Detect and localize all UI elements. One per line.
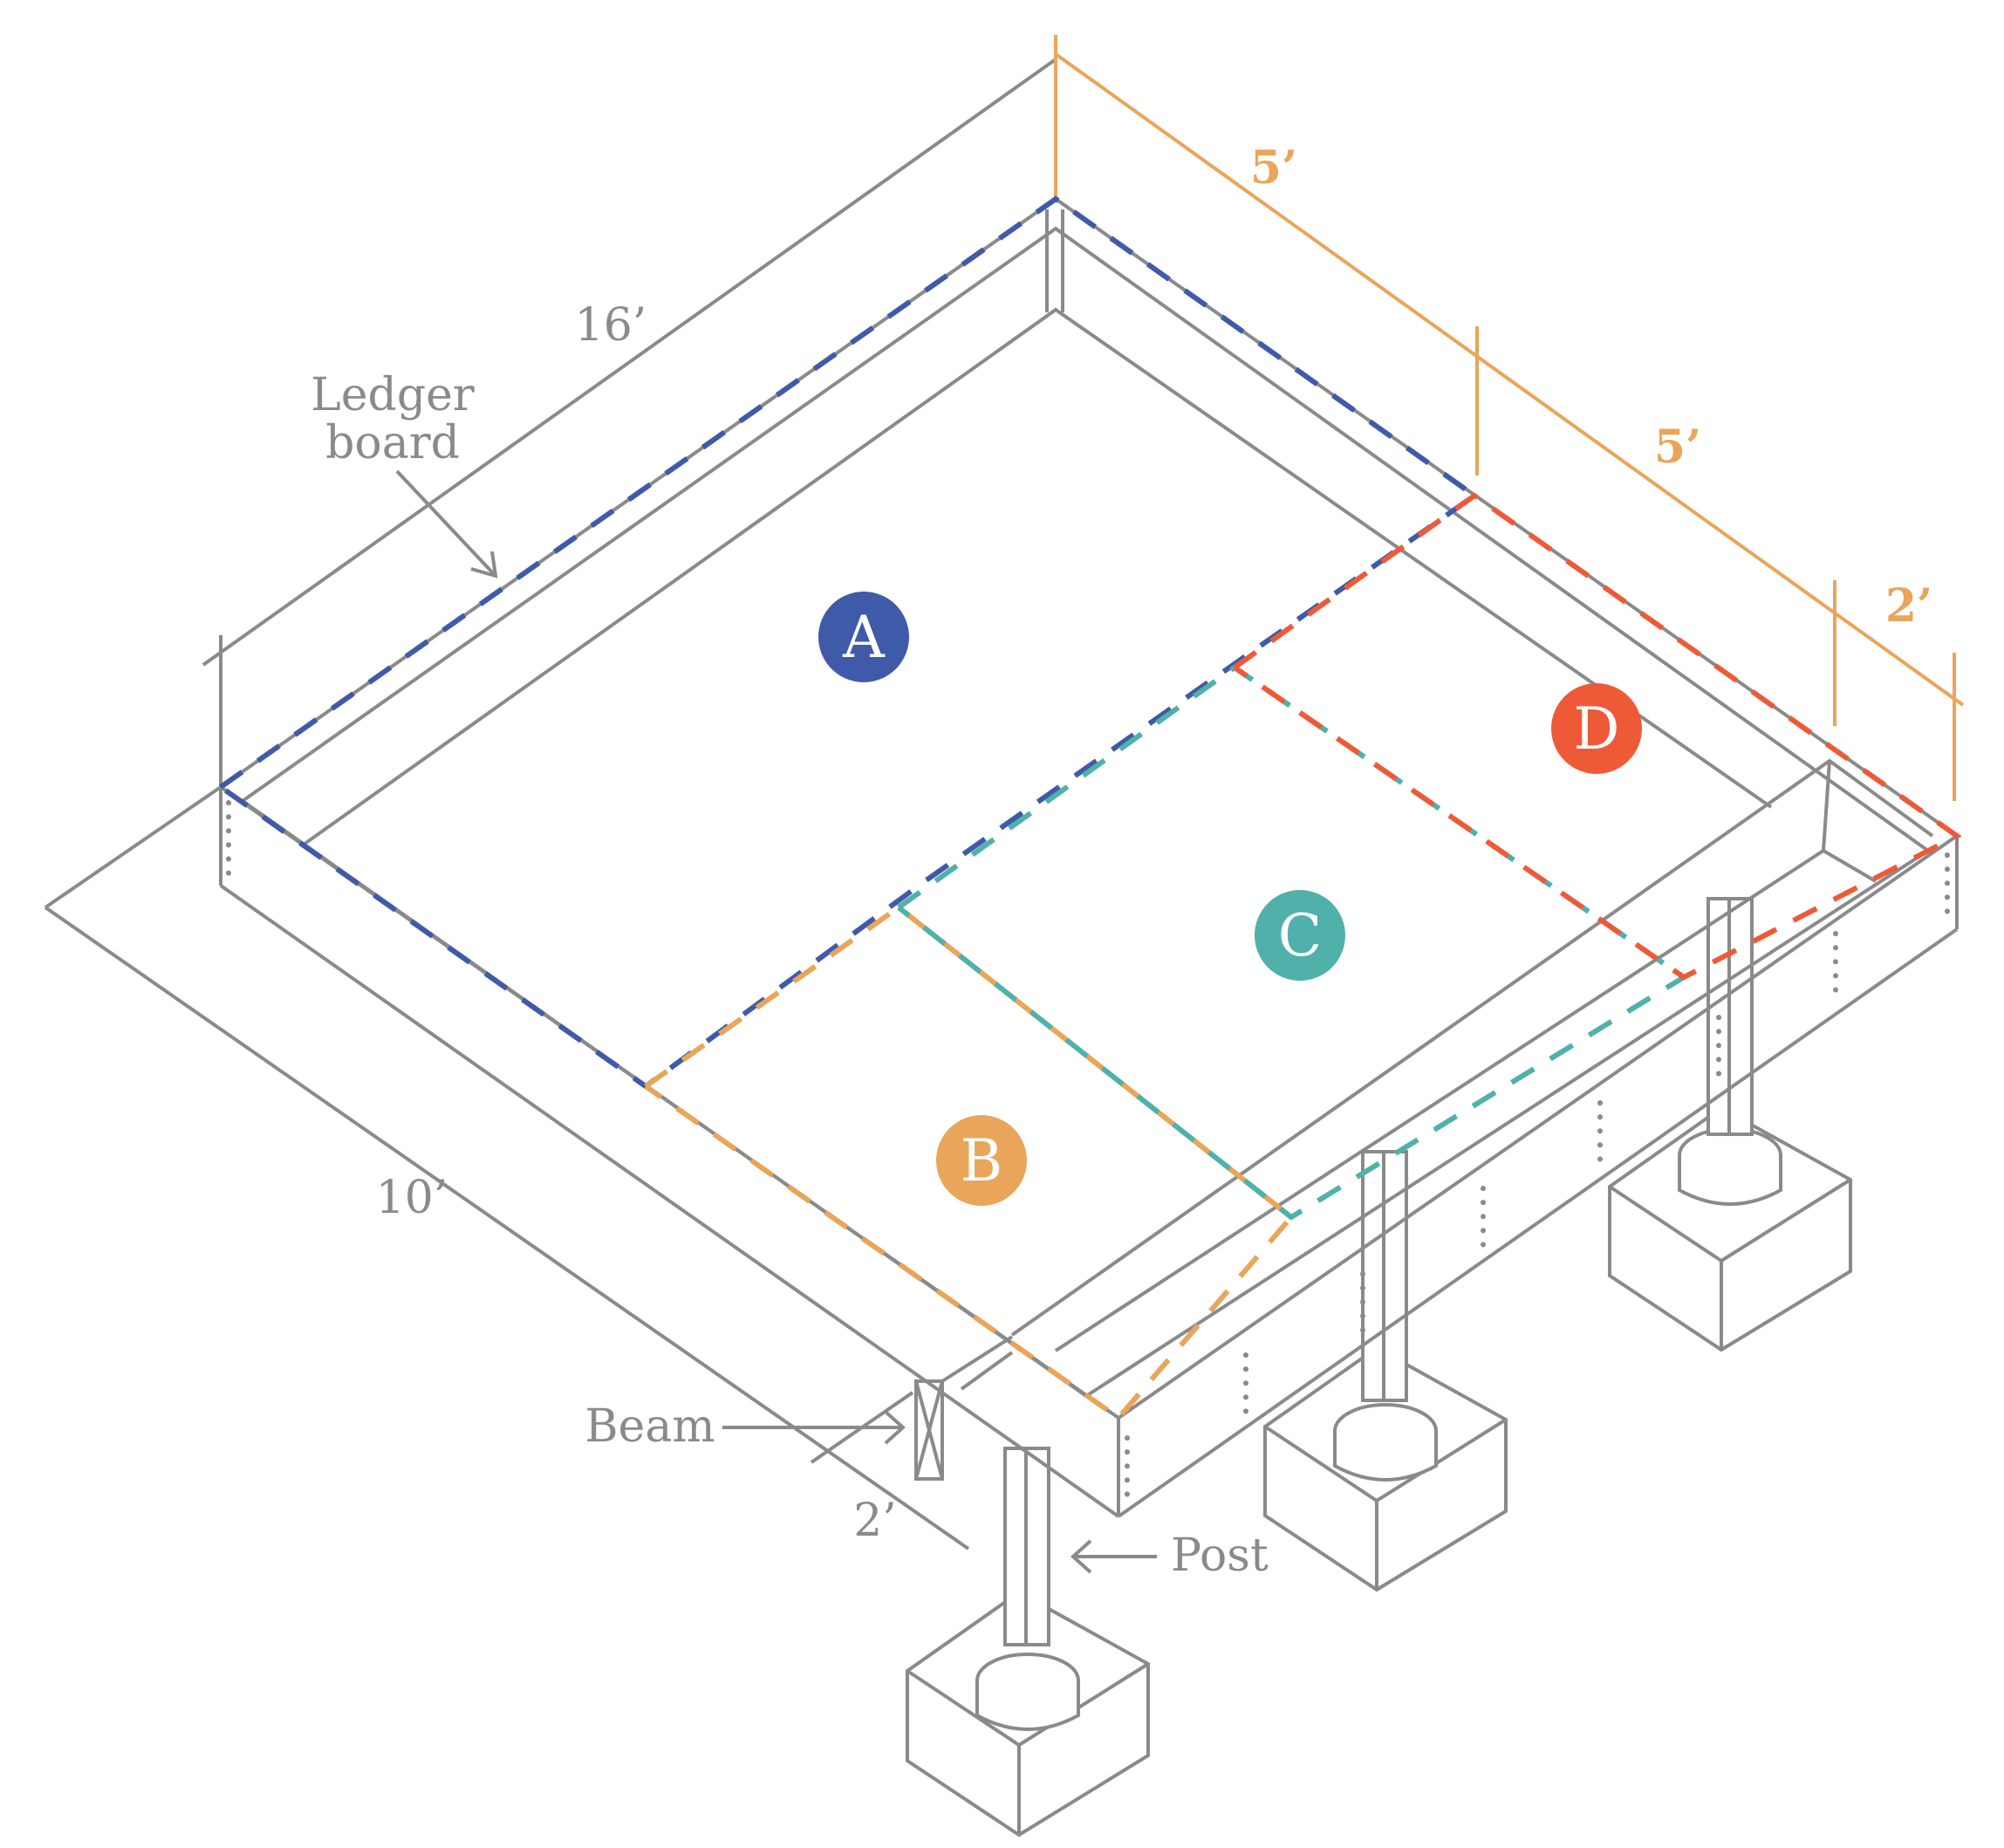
orange-dimension-lines xyxy=(1054,35,1965,801)
dim-label-2-front: 2’ xyxy=(853,1495,897,1547)
callout-post: Post xyxy=(1171,1530,1269,1582)
dim-label-5-first: 5’ xyxy=(1250,141,1297,195)
section-a-outline xyxy=(219,195,1480,1090)
ledger-board xyxy=(299,307,1773,848)
section-badge-c: C xyxy=(1255,890,1345,981)
dimension-lines xyxy=(44,58,1057,1550)
dim-line-top-span xyxy=(1054,52,1965,707)
fastener-dots xyxy=(226,800,1950,1508)
section-badge-a-label: A xyxy=(842,604,886,671)
section-outlines xyxy=(219,195,1962,1422)
section-badge-b: B xyxy=(936,1115,1027,1206)
rim-back-edges xyxy=(219,196,1959,838)
callout-ledger-line1: Ledger xyxy=(311,369,475,421)
section-badge-b-label: B xyxy=(961,1127,1003,1194)
dim-line-16 xyxy=(202,58,1057,667)
callout-ledger-line2: board xyxy=(325,417,460,469)
post-arrow xyxy=(1070,1539,1157,1574)
dim-label-2-right: 2’ xyxy=(1885,579,1932,633)
callout-beam: Beam xyxy=(585,1400,715,1453)
section-badge-a-circle xyxy=(818,592,909,682)
ledger-arrow xyxy=(395,469,498,578)
section-badge-c-label: C xyxy=(1278,902,1323,969)
section-d-outline xyxy=(1233,492,1962,981)
section-badge-d: D xyxy=(1551,683,1642,774)
section-badge-d-label: D xyxy=(1574,695,1620,763)
beam-arrow xyxy=(722,1410,906,1445)
section-badge-a: A xyxy=(818,592,909,682)
footing-front xyxy=(906,1447,1150,1838)
dim-label-16: 16’ xyxy=(575,299,647,352)
dim-line-10 xyxy=(44,906,970,1550)
footings xyxy=(906,897,1852,1838)
footing-middle xyxy=(1263,1150,1508,1592)
section-b-outline xyxy=(644,904,1296,1422)
dim-label-5-second: 5’ xyxy=(1654,421,1701,474)
footing-back xyxy=(1608,897,1852,1352)
dim-label-10: 10’ xyxy=(376,1172,448,1224)
